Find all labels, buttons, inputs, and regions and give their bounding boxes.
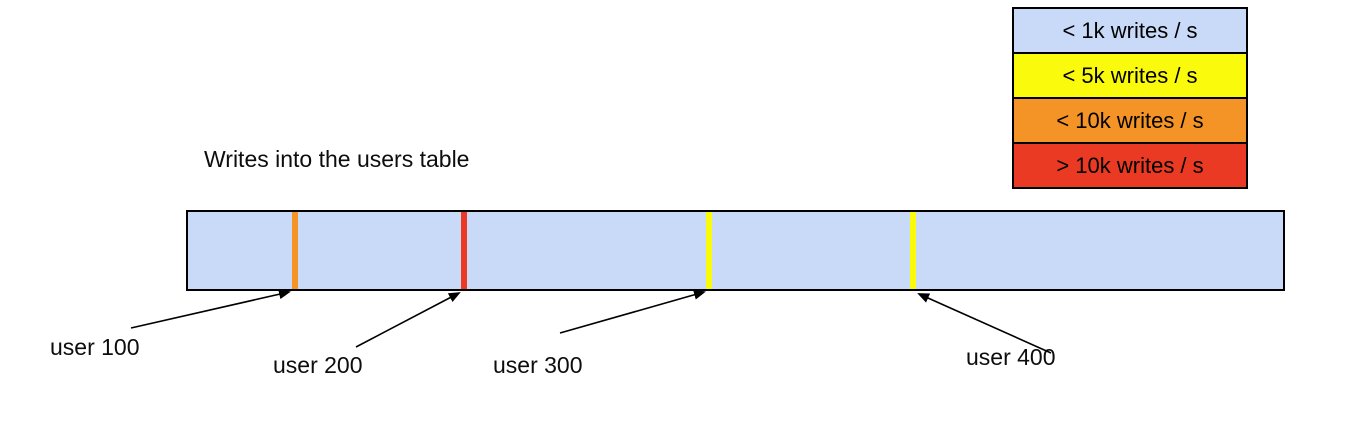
users-table-bar: [186, 210, 1285, 291]
user-100-label: user 100: [50, 334, 140, 360]
legend-item-lt-5k: < 5k writes / s: [1012, 52, 1248, 99]
legend: < 1k writes / s < 5k writes / s < 10k wr…: [1012, 7, 1248, 189]
user-200-label: user 200: [273, 352, 363, 378]
write-hotspot-marker-user-400: [910, 212, 916, 289]
user-400-label: user 400: [966, 344, 1056, 370]
diagram-title: Writes into the users table: [204, 146, 470, 172]
write-hotspot-marker-user-100: [292, 212, 298, 289]
legend-item-lt-1k: < 1k writes / s: [1012, 7, 1248, 54]
write-hotspot-marker-user-300: [706, 212, 712, 289]
legend-item-gt-10k: > 10k writes / s: [1012, 142, 1248, 189]
legend-item-lt-10k: < 10k writes / s: [1012, 97, 1248, 144]
arrow-user-100: [130, 289, 291, 329]
write-hotspot-marker-user-200: [461, 212, 467, 289]
arrow-user-200: [355, 292, 461, 348]
arrow-user-300: [559, 289, 706, 334]
user-300-label: user 300: [493, 352, 583, 378]
